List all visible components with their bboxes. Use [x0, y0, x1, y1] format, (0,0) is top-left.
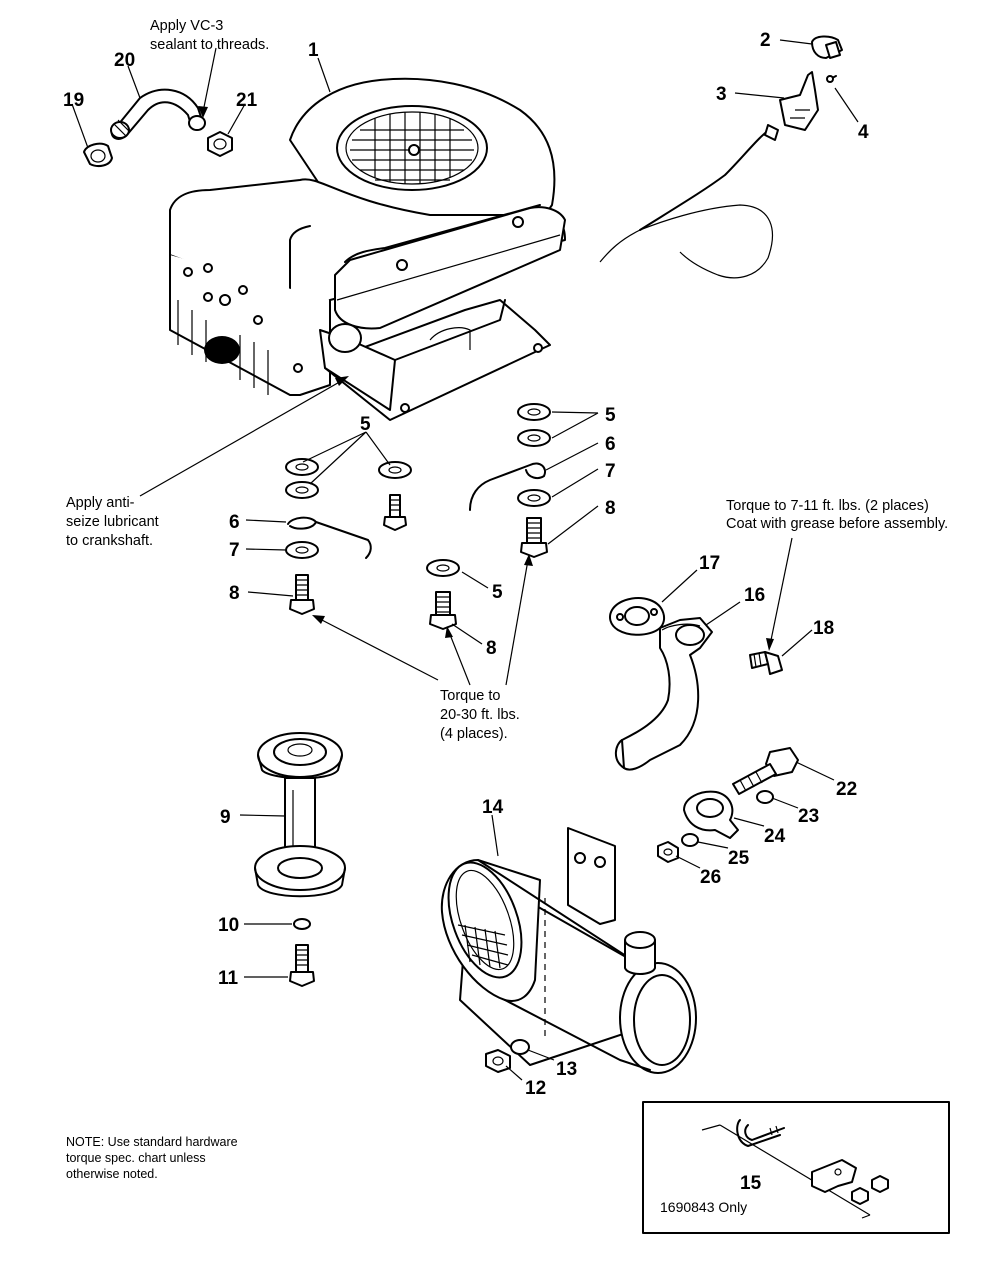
antiseize-note-line2: seize lubricant — [66, 514, 159, 530]
callout-5: 5 — [492, 582, 503, 603]
engine — [169, 77, 566, 421]
callout-2: 2 — [760, 30, 771, 51]
torque-muffler-note-line2: Coat with grease before assembly. — [726, 516, 948, 532]
callout-8: 8 — [229, 583, 240, 604]
callout-20: 20 — [114, 50, 135, 71]
hardware-note-line2: torque spec. chart unless — [66, 1151, 206, 1165]
inset-box: 15 1690843 Only — [642, 1101, 950, 1234]
callout-23: 23 — [798, 806, 819, 827]
callout-9: 9 — [220, 807, 231, 828]
callout-8: 8 — [486, 638, 497, 659]
torque-mount-note-line3: (4 places). — [440, 726, 508, 742]
muffler — [440, 827, 697, 1074]
torque-muffler-note-line1: Torque to 7-11 ft. lbs. (2 places) — [726, 498, 929, 514]
leader-lines — [71, 39, 859, 1081]
mounting-hardware-right — [426, 403, 551, 630]
torque-mount-note-line1: Torque to — [440, 688, 500, 704]
hardware-note-line1: NOTE: Use standard hardware — [66, 1135, 238, 1149]
callout-12: 12 — [525, 1078, 546, 1099]
callout-22: 22 — [836, 779, 857, 800]
torque-mount-note-line2: 20-30 ft. lbs. — [440, 707, 520, 723]
callout-26: 26 — [700, 867, 721, 888]
callout-18: 18 — [813, 618, 834, 639]
pulley-assembly — [254, 732, 346, 987]
muffler-clamp-hardware — [485, 747, 799, 1073]
muffler-perforations — [457, 924, 509, 969]
callout-6: 6 — [229, 512, 240, 533]
callout-5: 5 — [605, 405, 616, 426]
vc3-note-line1: Apply VC-3 — [150, 18, 223, 34]
callout-3: 3 — [716, 84, 727, 105]
callout-numbers: 1 2 3 4 19 20 21 5 6 7 8 5 6 7 8 5 8 17 … — [63, 30, 869, 1099]
callout-14: 14 — [482, 797, 504, 818]
callout-17: 17 — [699, 553, 720, 574]
callout-11: 11 — [218, 968, 239, 989]
mounting-hardware-left — [285, 458, 412, 615]
callout-21: 21 — [236, 90, 258, 111]
callout-19: 19 — [63, 90, 84, 111]
hardware-note-line3: otherwise noted. — [66, 1167, 158, 1181]
inset-label: 1690843 Only — [660, 1199, 747, 1215]
antiseize-note-line1: Apply anti- — [66, 495, 135, 511]
callout-5: 5 — [360, 414, 371, 435]
callout-13: 13 — [556, 1059, 577, 1080]
callout-6: 6 — [605, 434, 616, 455]
callout-4: 4 — [858, 122, 869, 143]
callout-1: 1 — [308, 40, 319, 61]
callout-24: 24 — [764, 826, 786, 847]
fuel-line-parts — [83, 88, 233, 167]
annotation-notes: Apply VC-3 sealant to threads. Apply ant… — [66, 18, 948, 1181]
callout-8: 8 — [605, 498, 616, 519]
callout-15: 15 — [740, 1173, 762, 1194]
callout-7: 7 — [229, 540, 240, 561]
callout-7: 7 — [605, 461, 616, 482]
exhaust-pipe-parts — [609, 597, 783, 771]
callout-25: 25 — [728, 848, 750, 869]
callout-16: 16 — [744, 585, 765, 606]
antiseize-note-line3: to crankshaft. — [66, 533, 153, 549]
vc3-note-line2: sealant to threads. — [150, 37, 269, 53]
callout-10: 10 — [218, 915, 239, 936]
throttle-control-assembly — [599, 35, 843, 279]
